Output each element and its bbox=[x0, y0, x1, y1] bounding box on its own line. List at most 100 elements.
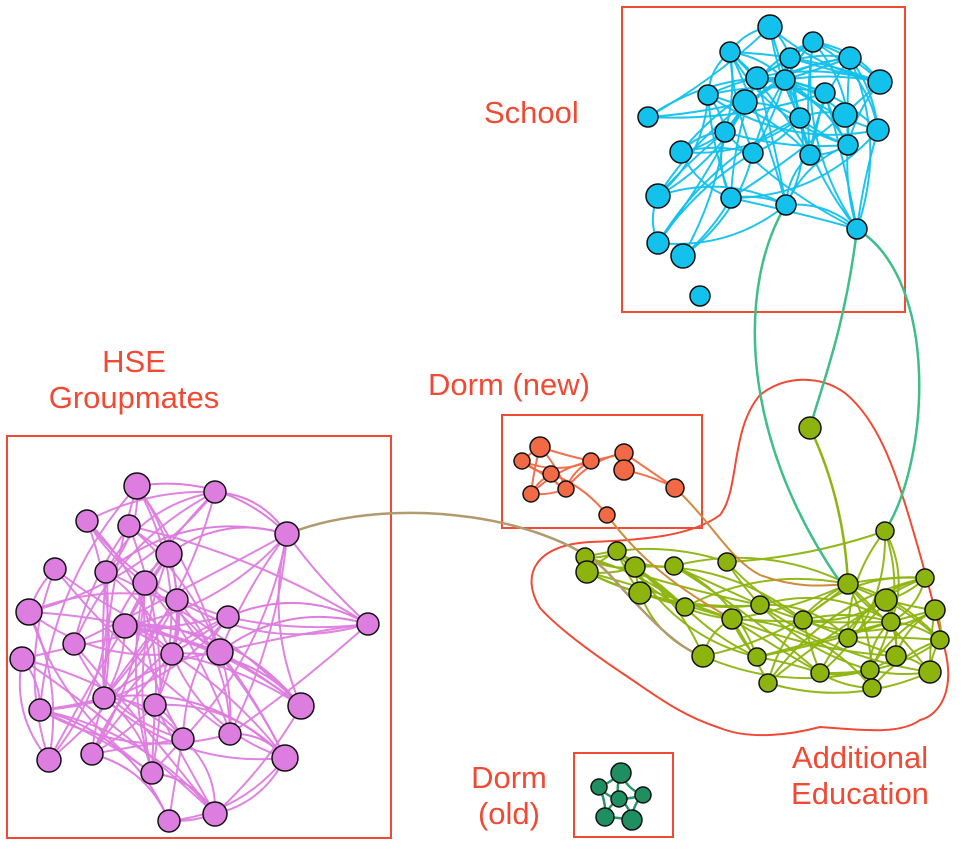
dorm-new-node bbox=[557, 480, 575, 498]
additional-node bbox=[721, 608, 743, 630]
school-edge bbox=[724, 131, 849, 148]
hse-node bbox=[202, 801, 228, 827]
hse-edge bbox=[214, 705, 302, 815]
hse-edge bbox=[124, 625, 286, 759]
dorm-old-node bbox=[634, 786, 652, 804]
school-edge bbox=[730, 77, 758, 199]
school-node bbox=[720, 187, 742, 209]
school-node bbox=[789, 107, 811, 129]
additional-node bbox=[924, 599, 946, 621]
school-node bbox=[669, 140, 693, 164]
hse-node bbox=[143, 693, 167, 717]
label-additional-education: Additional Education bbox=[770, 740, 950, 812]
school-node bbox=[745, 66, 769, 90]
hse-edge bbox=[28, 611, 55, 761]
additional-node bbox=[874, 588, 898, 612]
hse-node bbox=[80, 742, 104, 766]
dorm-old-node bbox=[590, 778, 608, 796]
school-node bbox=[732, 89, 758, 115]
hse-edge bbox=[182, 616, 229, 740]
hse-edge bbox=[54, 568, 231, 735]
label-school: School bbox=[484, 95, 579, 131]
hse-node bbox=[92, 686, 116, 710]
additional-node bbox=[837, 573, 859, 595]
hse-edge bbox=[171, 653, 286, 759]
hse-node bbox=[274, 521, 300, 547]
school-edge bbox=[657, 79, 786, 197]
additional-edge bbox=[634, 566, 704, 657]
hse-edge bbox=[101, 571, 107, 699]
hse-edge bbox=[219, 533, 288, 653]
school-node bbox=[802, 31, 824, 53]
school-edge bbox=[657, 117, 801, 244]
hse-node bbox=[140, 761, 164, 785]
bridge-dorm-additional-1 bbox=[674, 487, 849, 587]
hse-node bbox=[206, 638, 234, 666]
bridge-school-additional-1 bbox=[753, 204, 842, 583]
additional-node bbox=[798, 416, 822, 440]
school-edge bbox=[657, 94, 709, 197]
dorm-old-node bbox=[610, 790, 628, 808]
hse-frame bbox=[6, 435, 392, 839]
hse-edge bbox=[73, 525, 130, 645]
label-additional-line1: Additional bbox=[791, 740, 929, 775]
school-node bbox=[846, 218, 868, 240]
additional-node bbox=[930, 630, 950, 650]
school-node bbox=[670, 243, 696, 269]
school-edge bbox=[657, 204, 787, 245]
dorm-old-frame bbox=[573, 752, 674, 838]
dorm-new-node bbox=[582, 452, 600, 470]
hse-edge bbox=[105, 525, 288, 573]
hse-node bbox=[203, 480, 227, 504]
additional-node bbox=[758, 673, 778, 693]
additional-node bbox=[664, 556, 684, 576]
label-hse-groupmates: HSE Groupmates bbox=[44, 344, 224, 416]
dorm-new-node bbox=[665, 478, 685, 498]
label-dorm-old: Dorm (old) bbox=[454, 760, 564, 832]
school-edge bbox=[707, 70, 881, 96]
dorm-old-node bbox=[610, 762, 632, 784]
additional-edge bbox=[731, 618, 873, 689]
school-edge bbox=[730, 197, 858, 230]
label-dorm-old-line1: Dorm bbox=[471, 760, 547, 795]
hse-edge bbox=[28, 611, 173, 656]
hse-node bbox=[28, 698, 52, 722]
hse-edge bbox=[39, 709, 170, 822]
school-node bbox=[838, 46, 862, 70]
hse-node bbox=[94, 560, 118, 584]
hse-node bbox=[75, 509, 99, 533]
dorm-new-node bbox=[513, 452, 531, 470]
bridge-school-additional-2 bbox=[856, 227, 921, 532]
hse-edge bbox=[168, 757, 286, 822]
school-node bbox=[775, 194, 797, 216]
hse-edge bbox=[176, 599, 369, 636]
additional-edge bbox=[673, 565, 758, 658]
additional-node bbox=[747, 647, 767, 667]
additional-edge bbox=[756, 621, 892, 658]
hse-node bbox=[132, 570, 158, 596]
additional-edge bbox=[684, 577, 849, 608]
hse-edge bbox=[91, 616, 229, 755]
additional-node bbox=[717, 552, 737, 572]
additional-edge bbox=[634, 566, 758, 658]
additional-node bbox=[875, 521, 895, 541]
additional-edge bbox=[759, 596, 892, 623]
label-school-text: School bbox=[484, 95, 579, 130]
bridge-dorm-additional-2 bbox=[606, 514, 733, 620]
school-edge bbox=[724, 131, 858, 230]
school-edge bbox=[729, 51, 849, 146]
additional-node bbox=[862, 678, 882, 698]
label-dorm-old-line2: (old) bbox=[477, 796, 540, 831]
school-edge bbox=[756, 77, 849, 146]
hse-edge bbox=[171, 652, 302, 707]
hse-edge bbox=[39, 485, 138, 711]
additional-edge bbox=[673, 556, 849, 585]
school-edge bbox=[856, 129, 879, 230]
additional-edge bbox=[586, 571, 733, 620]
school-node bbox=[779, 47, 801, 69]
additional-node bbox=[860, 660, 880, 680]
additional-node bbox=[810, 663, 830, 683]
hse-edge bbox=[91, 582, 146, 755]
school-edge bbox=[682, 152, 754, 257]
hse-edge bbox=[219, 615, 369, 653]
